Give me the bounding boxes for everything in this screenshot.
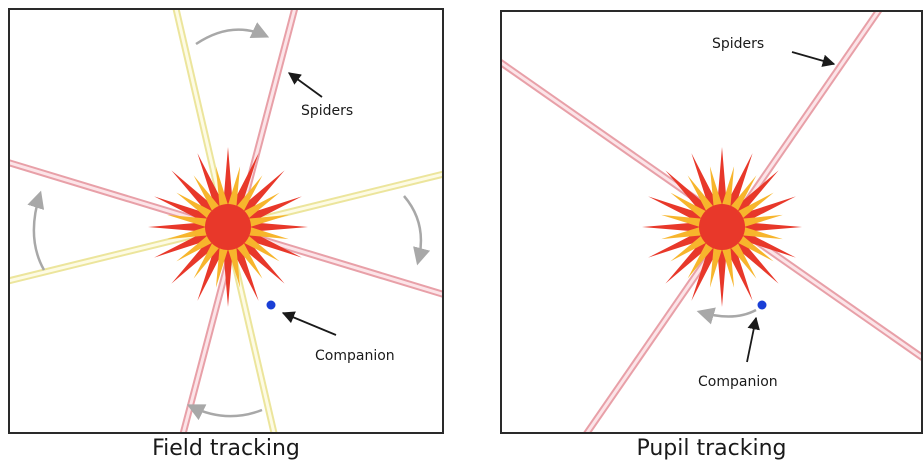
field-tracking-panel: Spiders Companion — [8, 8, 444, 434]
rotation-arrows — [27, 22, 431, 421]
pupil-tracking-caption: Pupil tracking — [636, 436, 787, 461]
rotation-arrow-left — [27, 190, 46, 271]
spiders-label: Spiders — [712, 36, 764, 52]
companion-dot — [757, 300, 767, 310]
companion-label: Companion — [315, 348, 395, 364]
star — [642, 147, 802, 307]
companion-dot — [266, 300, 276, 310]
companion-label: Companion — [698, 374, 778, 390]
spiders-pointer-arrow — [791, 51, 836, 67]
rotation-arrow-right — [403, 195, 431, 266]
rotation-arrow-top — [195, 22, 270, 46]
field-tracking-caption: Field tracking — [152, 436, 300, 461]
companion-pointer-arrow — [281, 311, 337, 336]
spiders-pointer-arrow — [287, 72, 323, 98]
companion-rotation-arrow — [696, 307, 757, 325]
companion-pointer-arrow — [746, 316, 760, 363]
pupil-tracking-panel: Spiders Companion — [500, 10, 923, 434]
field-tracking-frame — [8, 8, 444, 434]
rotation-arrow-bottom — [186, 404, 263, 421]
star — [148, 147, 308, 307]
pupil-tracking-frame — [500, 10, 923, 434]
spiders-label: Spiders — [301, 103, 353, 119]
